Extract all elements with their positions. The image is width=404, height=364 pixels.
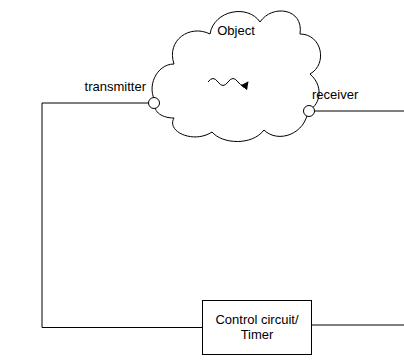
port-label: receiver [312, 87, 358, 102]
sensor-port: transmitter [148, 97, 160, 109]
box-label: Control circuit/ Timer [209, 313, 305, 343]
cloud-label: Object [150, 24, 322, 39]
object-cloud: Object [150, 2, 322, 147]
control-box: Control circuit/ Timer [202, 300, 312, 355]
signal-wire [42, 103, 202, 328]
sensor-port: receiver [303, 105, 315, 117]
timer-output-wire [312, 325, 404, 326]
wave-arrow [208, 79, 248, 86]
receiver-wire [315, 111, 404, 112]
port-label: transmitter [85, 79, 146, 94]
